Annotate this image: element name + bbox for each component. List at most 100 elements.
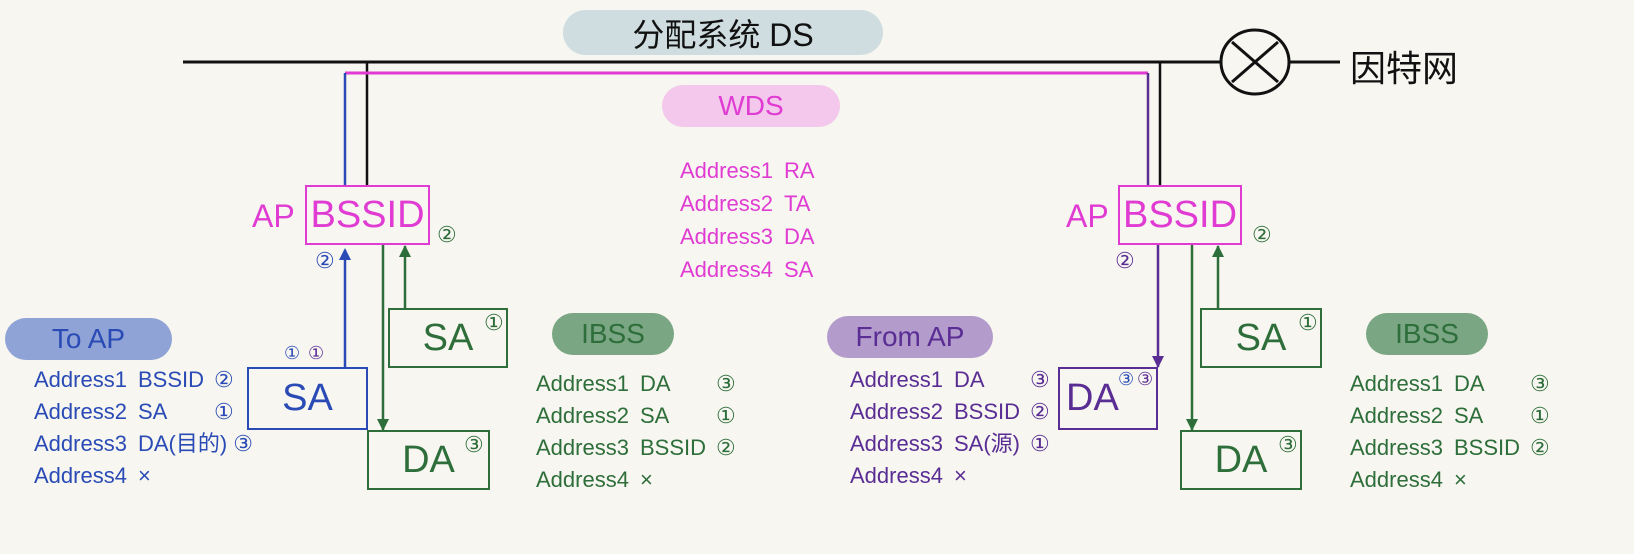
- addr: Address1: [1350, 371, 1443, 396]
- left-sa-green-mark: ①: [484, 310, 504, 335]
- table-row: Address1 RA: [680, 154, 860, 187]
- val: BSSID: [640, 435, 707, 460]
- right-sa-green-box: SA: [1200, 308, 1322, 368]
- val: DA: [954, 367, 985, 392]
- val: DA: [1454, 371, 1485, 396]
- left-da-green-mark: ③: [464, 432, 484, 457]
- addr: Address4: [34, 463, 127, 488]
- table-row: Address2 SA ①: [536, 400, 736, 432]
- right-ap-mark-purple: ②: [1115, 248, 1135, 273]
- left-da-green-box: DA: [367, 430, 490, 490]
- left-ap-mark-green: ②: [437, 222, 457, 247]
- mark: ③: [233, 431, 253, 456]
- mark: ③: [1030, 367, 1050, 392]
- addr: Address2: [536, 403, 629, 428]
- to-ap-pill: To AP: [5, 318, 172, 360]
- table-row: Address2 SA ①: [34, 396, 253, 428]
- addr: Address3: [680, 224, 773, 249]
- internet-label: 因特网: [1350, 48, 1459, 89]
- val: DA: [784, 224, 815, 249]
- val: SA: [640, 403, 670, 428]
- purple-arrowhead: [1152, 356, 1164, 368]
- val: RA: [784, 158, 815, 183]
- wds-pill: WDS: [662, 85, 840, 127]
- da-label: DA: [1214, 438, 1268, 481]
- table-row: Address4 ×: [34, 460, 253, 492]
- mark: ②: [214, 367, 234, 392]
- mark: ①: [716, 403, 736, 428]
- addr: Address1: [850, 367, 943, 392]
- left-ap-bssid-box: BSSID: [305, 185, 430, 245]
- router-icon: [1219, 28, 1291, 96]
- val: ×: [138, 463, 151, 488]
- right-green-up-arrowhead: [1212, 245, 1224, 257]
- sa-blue-mark-2: ①: [308, 343, 325, 363]
- right-ap-bssid-box: BSSID: [1118, 185, 1242, 245]
- mark: ①: [1030, 431, 1050, 456]
- addr: Address4: [680, 257, 773, 282]
- val: ×: [640, 467, 653, 492]
- mark: ②: [1530, 435, 1550, 460]
- blue-arrowhead: [339, 248, 351, 260]
- left-sa-green-box: SA: [388, 308, 508, 368]
- sa-blue-mark-1: ①: [284, 343, 301, 363]
- mark: ②: [1030, 399, 1050, 424]
- bssid-label: BSSID: [310, 193, 425, 236]
- val: ×: [1454, 467, 1467, 492]
- table-row: Address3 DA: [680, 220, 860, 253]
- mark: ①: [214, 399, 234, 424]
- from-ap-label: From AP: [855, 321, 965, 352]
- ibss-left-pill: IBSS: [552, 313, 674, 355]
- addr: Address2: [34, 399, 127, 424]
- ds-title-pill: 分配系统 DS: [563, 10, 883, 55]
- addr: Address2: [850, 399, 943, 424]
- da-label: DA: [1066, 377, 1119, 419]
- addr: Address2: [680, 191, 773, 216]
- sa-label: SA: [1235, 316, 1287, 359]
- left-ap-mark-blue: ②: [315, 248, 335, 273]
- da-label: DA: [402, 438, 455, 481]
- addr: Address3: [850, 431, 943, 456]
- ibss-right-pill: IBSS: [1366, 313, 1488, 355]
- wds-label: WDS: [718, 90, 784, 121]
- right-ap-mark-green: ②: [1252, 222, 1272, 247]
- addr: Address3: [1350, 435, 1443, 460]
- sa-label: SA: [422, 316, 474, 359]
- mark: ③: [716, 371, 736, 396]
- val: SA(源): [954, 431, 1021, 456]
- addr: Address3: [34, 431, 127, 456]
- table-row: Address1 DA ③: [850, 364, 1050, 396]
- ibss-label: IBSS: [1395, 318, 1459, 349]
- table-row: Address4×: [850, 460, 1050, 492]
- da-purple-mark-1: ③: [1118, 369, 1135, 389]
- from-ap-pill: From AP: [827, 316, 993, 358]
- val: SA: [138, 399, 168, 424]
- addr: Address1: [536, 371, 629, 396]
- left-sa-blue-box: SA: [247, 367, 368, 430]
- right-da-green-box: DA: [1180, 430, 1302, 490]
- val: DA: [640, 371, 671, 396]
- ibss-label: IBSS: [581, 318, 645, 349]
- addr: Address4: [536, 467, 629, 492]
- addr: Address4: [1350, 467, 1443, 492]
- right-da-green-mark: ③: [1278, 432, 1298, 457]
- right-ap-label: AP: [1066, 198, 1109, 234]
- right-da-purple-box: DA: [1058, 367, 1158, 430]
- right-sa-green-mark: ①: [1298, 310, 1318, 335]
- addr: Address1: [680, 158, 773, 183]
- left-green-up-arrowhead: [399, 245, 411, 257]
- addr: Address4: [850, 463, 943, 488]
- table-row: Address3 SA(源) ①: [850, 428, 1050, 460]
